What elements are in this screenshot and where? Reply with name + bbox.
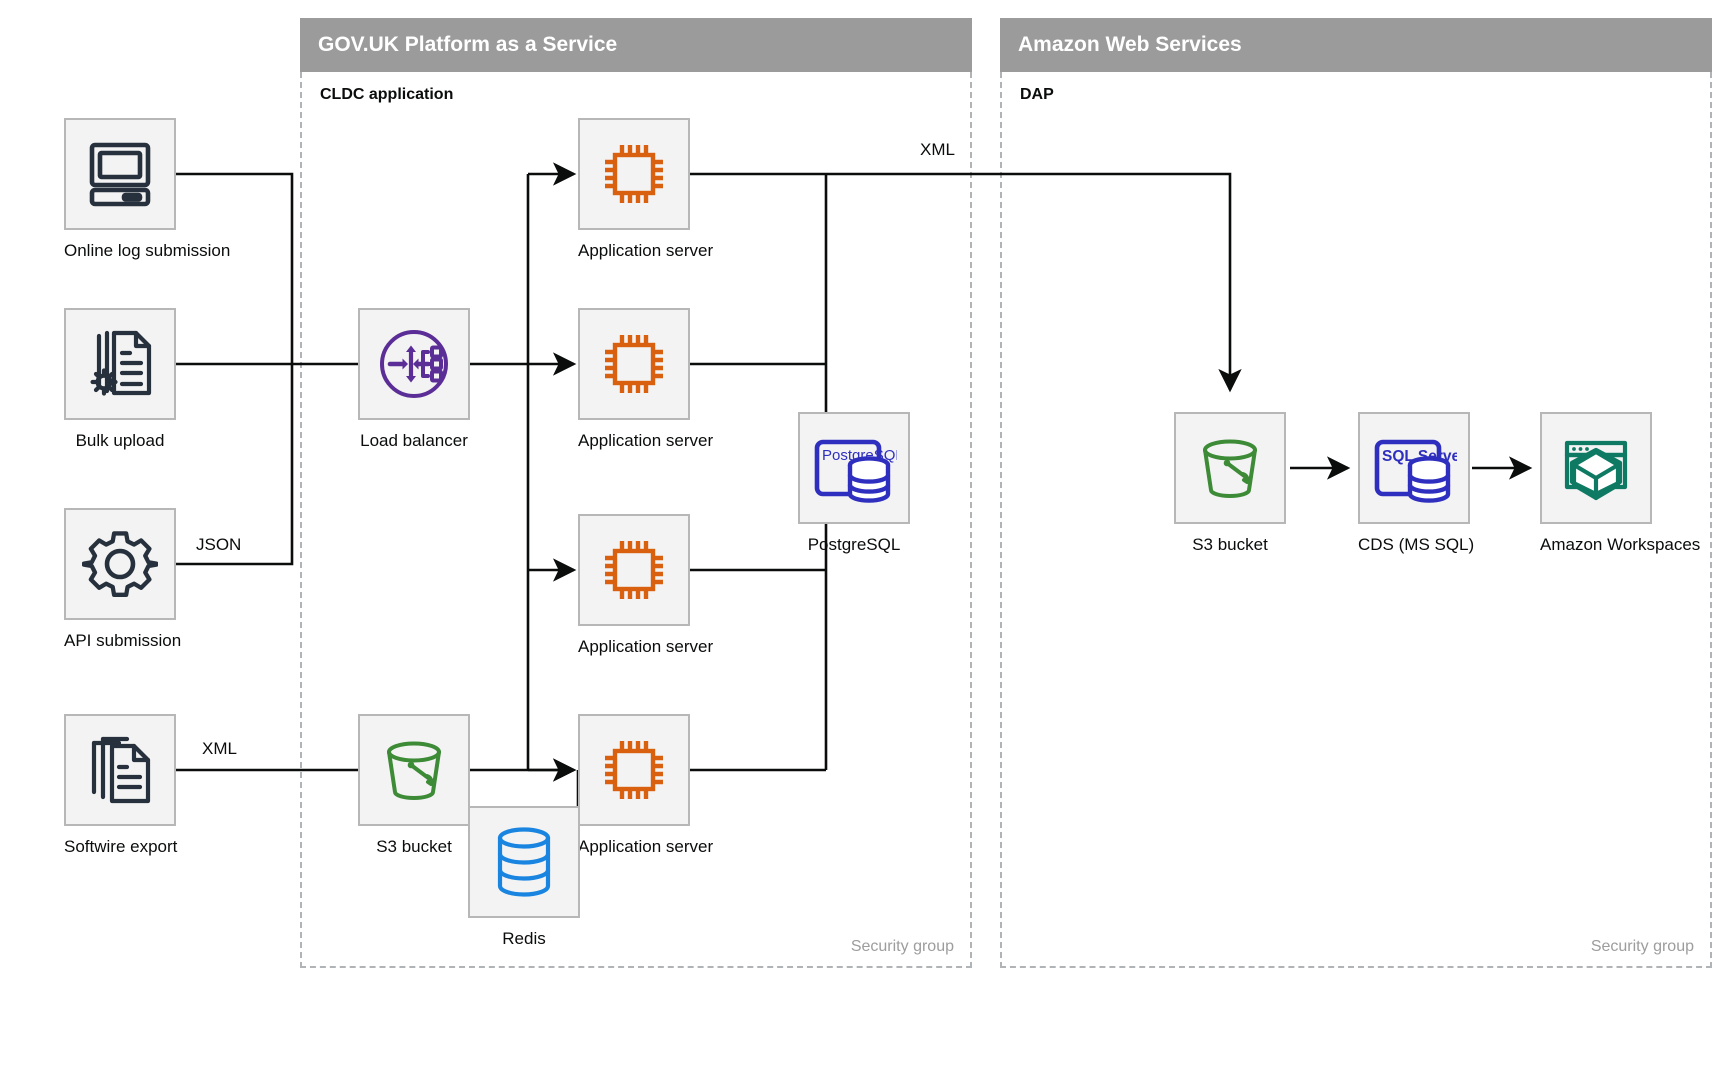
node-label: S3 bucket [376,837,452,856]
zone-aws-security-group-label: Security group [1590,938,1694,955]
node-app-server-3[interactable]: Application server [578,514,714,657]
node-amazon-workspaces[interactable]: Amazon Workspaces [1540,412,1701,555]
node-app-server-2[interactable]: Application server [578,308,714,451]
node-label: Softwire export [64,837,178,856]
node-online-log-submission[interactable]: Online log submission [64,118,231,261]
node-label: Load balancer [360,431,468,450]
zone-paas-title: GOV.UK Platform as a Service [300,18,972,72]
edge-label-app-xml: XML [920,140,955,159]
node-postgresql[interactable]: PostgreSQL PostgreSQL [798,412,910,555]
document-stack-icon [64,714,176,826]
database-cylinder-icon [468,806,580,918]
node-api-submission[interactable]: API submission [64,508,182,651]
node-label: PostgreSQL [807,535,901,554]
gear-icon [64,508,176,620]
bucket-icon [1174,412,1286,524]
load-balancer-icon [358,308,470,420]
node-label: S3 bucket [1192,535,1268,554]
node-paas-s3-bucket[interactable]: S3 bucket [358,714,470,857]
document-gear-icon [64,308,176,420]
node-redis[interactable]: Redis [468,806,580,949]
node-label: CDS (MS SQL) [1358,535,1475,554]
zone-aws-title: Amazon Web Services [1000,18,1712,72]
node-bulk-upload[interactable]: Bulk upload [64,308,176,451]
node-label: API submission [64,631,182,650]
node-label: Application server [578,431,714,450]
cpu-chip-icon [578,308,690,420]
node-app-server-4[interactable]: Application server [578,714,714,857]
node-load-balancer[interactable]: Load balancer [358,308,470,451]
node-app-server-1[interactable]: Application server [578,118,714,261]
node-aws-s3-bucket[interactable]: S3 bucket [1174,412,1286,555]
node-label: Online log submission [64,241,231,260]
zone-paas-sub-label: CLDC application [320,86,454,103]
cpu-chip-icon [578,118,690,230]
zone-aws: Amazon Web Services DAP Security group [1000,18,1712,968]
zone-paas-security-group-label: Security group [850,938,954,955]
cpu-chip-icon [578,514,690,626]
desktop-computer-icon [64,118,176,230]
node-label: Application server [578,241,714,260]
edge-label-softwire-xml: XML [202,739,237,758]
node-label: Bulk upload [75,431,165,450]
bucket-icon [358,714,470,826]
node-label: Application server [578,637,714,656]
sql-server-icon: SQL Server [1358,412,1470,524]
node-softwire-export[interactable]: Softwire export [64,714,178,857]
edge-label-json: JSON [196,535,242,554]
postgresql-icon: PostgreSQL [798,412,910,524]
zone-aws-sub-label: DAP [1020,86,1054,103]
zone-aws-body: DAP Security group [1000,72,1712,968]
node-cds-ms-sql[interactable]: SQL Server CDS (MS SQL) [1358,412,1475,555]
node-label: Application server [578,837,714,856]
workspaces-cube-icon [1540,412,1652,524]
node-label: Redis [502,929,546,948]
zone-paas-body: CLDC application Security group [300,72,972,968]
node-label: Amazon Workspaces [1540,535,1701,554]
cpu-chip-icon [578,714,690,826]
zone-paas: GOV.UK Platform as a Service CLDC applic… [300,18,972,968]
